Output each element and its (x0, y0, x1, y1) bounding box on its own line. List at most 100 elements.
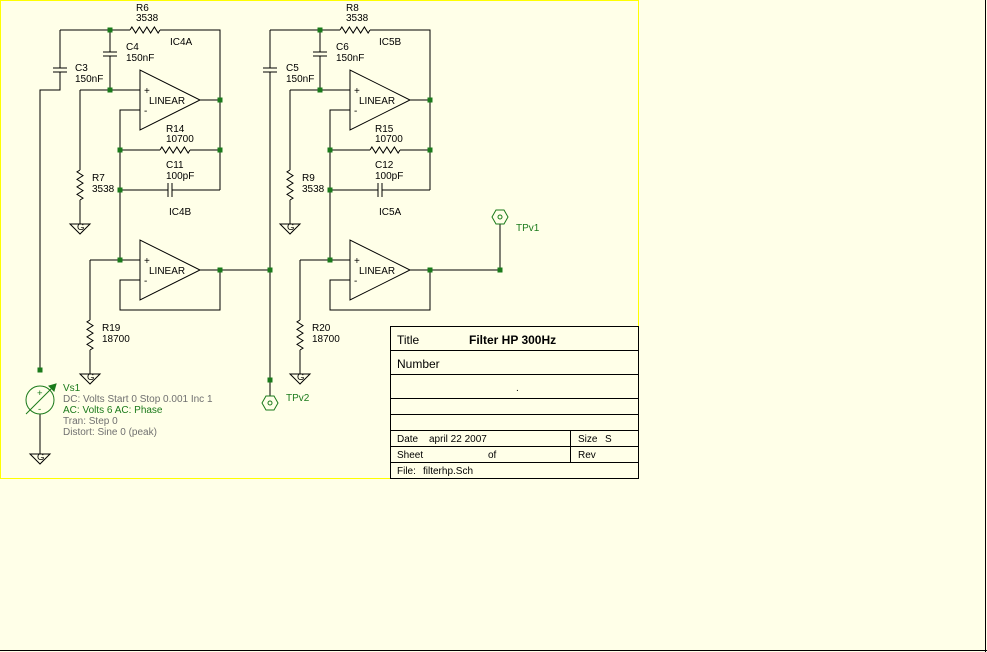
probe-hexagon (261, 395, 279, 411)
sheet-border (0, 0, 639, 479)
wire-r6-to-out (160, 29, 221, 100)
vs1-minus: - (38, 404, 41, 415)
r19-resistor (86, 319, 94, 351)
r6-ref: R6 (136, 3, 149, 14)
ic5a-label: IC5A (379, 207, 402, 218)
vs1-dc-line: DC: Volts Start 0 Stop 0.001 Inc 1 (63, 394, 213, 405)
junction-node (427, 97, 433, 103)
tpv2-probe (261, 395, 279, 411)
ic4a-label: IC4A (170, 37, 193, 48)
r15-resistor (369, 146, 401, 154)
r9-ground (278, 218, 302, 235)
ground-label-r19: G (87, 372, 94, 383)
c12-ref: C12 (375, 160, 394, 171)
junction-nodes (37, 27, 503, 383)
ground-label-r9: G (287, 222, 294, 233)
c3-value: 150nF (75, 74, 103, 85)
wires (39, 29, 501, 448)
c5-capacitor (263, 58, 277, 82)
title-label: Title (397, 333, 420, 347)
wire-ic4a-minus (119, 109, 140, 260)
vs1-ref: Vs1 (63, 383, 81, 394)
ground-triangle (78, 373, 102, 385)
parts: +- (25, 26, 509, 465)
size-value: S (605, 434, 612, 445)
r20-ground (288, 368, 312, 385)
wire-input (39, 82, 61, 370)
r6-resistor (129, 26, 161, 34)
c3-ref: C3 (75, 63, 88, 74)
r19-ground (78, 368, 102, 385)
ground-label-vs1: G (37, 452, 44, 463)
vs1-arrow-line (25, 383, 57, 415)
ground-triangle (288, 373, 312, 385)
r7-value: 3538 (92, 184, 115, 195)
ic4b-label: IC4B (169, 207, 192, 218)
ground-label-r7: G (77, 222, 84, 233)
file-value: filterhp.Sch (423, 466, 473, 477)
c4-ref: C4 (126, 42, 139, 53)
ic5a-opamp (349, 239, 412, 301)
c3-capacitor (53, 58, 67, 82)
probe-hexagon (491, 209, 509, 225)
vs1-plus: + (37, 388, 43, 399)
junction-node (267, 267, 273, 273)
ic4b-plus: + (144, 256, 150, 267)
wire-ic5b-minus (329, 109, 350, 260)
vs1-tran-line: Tran: Step 0 (63, 416, 118, 427)
ic4b-opamp-label: LINEAR (149, 266, 185, 277)
junction-node (217, 267, 223, 273)
wire-ic5a-minus-loop (329, 270, 431, 311)
ic5a-minus: - (354, 276, 357, 287)
tpv2-label: TPv2 (286, 393, 310, 404)
c5-value: 150nF (286, 74, 314, 85)
of-label: of (488, 450, 497, 461)
c6-value: 150nF (336, 53, 364, 64)
r7-ground (68, 218, 92, 235)
ic5b-label: IC5B (379, 37, 402, 48)
junction-node (217, 97, 223, 103)
ic4a-plus: + (144, 86, 150, 97)
title-dot: . (516, 383, 519, 394)
vs1-source: +- (25, 383, 57, 415)
r20-resistor (296, 319, 304, 351)
vs1-ground (28, 448, 52, 465)
ic4a-minus: - (144, 106, 147, 117)
junction-node (107, 27, 113, 33)
date-value: april 22 2007 (429, 434, 487, 445)
r6-value: 3538 (136, 13, 159, 24)
vs1-circle (25, 385, 55, 415)
ground-triangle (68, 223, 92, 235)
r20-value: 18700 (312, 334, 340, 345)
date-label: Date (397, 434, 419, 445)
ic5b-opamp-label: LINEAR (359, 96, 395, 107)
wire-r8-to-out (370, 29, 431, 100)
wire-ic4b-minus-loop (119, 270, 221, 311)
title-value: Filter HP 300Hz (469, 333, 556, 347)
junction-node (327, 147, 333, 153)
junction-node (317, 27, 323, 33)
junction-node (217, 147, 223, 153)
c11-capacitor (160, 183, 180, 197)
junction-node (327, 187, 333, 193)
r14-ref: R14 (166, 124, 185, 135)
ground-label-r20: G (297, 372, 304, 383)
ic4a-opamp (139, 69, 202, 131)
vs1-arrowhead (48, 383, 57, 392)
size-label: Size (578, 434, 598, 445)
junction-node (267, 377, 273, 383)
ground-triangle (28, 453, 52, 465)
r19-value: 18700 (102, 334, 130, 345)
r20-ref: R20 (312, 323, 331, 334)
r9-ref: R9 (302, 173, 315, 184)
ground-triangle (278, 223, 302, 235)
junction-node (497, 267, 503, 273)
r14-value: 10700 (166, 134, 194, 145)
vs1-distort-line: Distort: Sine 0 (peak) (63, 427, 157, 438)
junction-node (117, 147, 123, 153)
r8-value: 3538 (346, 13, 369, 24)
ic5a-plus: + (354, 256, 360, 267)
c4-capacitor (103, 44, 117, 64)
r9-resistor (286, 169, 294, 201)
